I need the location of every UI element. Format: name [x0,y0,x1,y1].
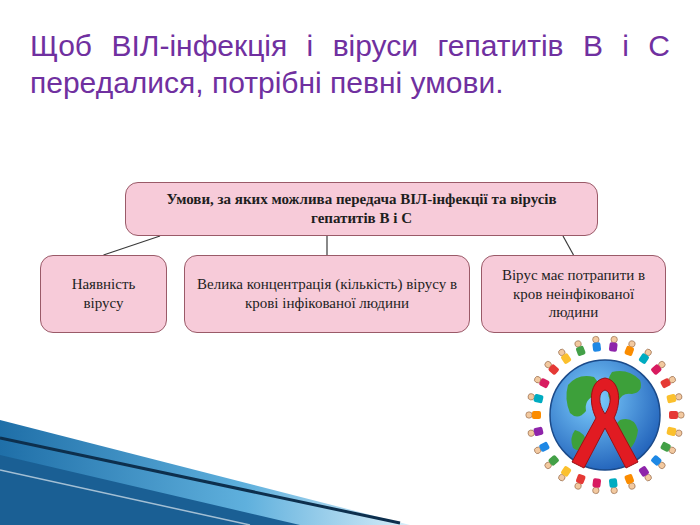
conditions-box: Умови, за яких можлива передача ВІЛ-інфе… [125,182,598,236]
condition-box: Вірус має потрапити в кров неінфікованої… [481,255,666,333]
condition-box: Велика концентрація (кількість) вірусу в… [184,255,470,333]
condition-box: Наявність вірусу [40,255,167,333]
slide-title: Щоб ВІЛ-інфекція і віруси гепатитів В і … [30,28,670,101]
box-text: Умови, за яких можлива передача ВІЛ-інфе… [136,190,587,228]
children-ring [526,336,684,494]
connector-line [563,236,574,255]
connector-line [104,236,161,255]
red-ribbon [572,378,638,468]
connector-line [326,236,327,255]
globe [550,360,660,470]
box-text: Вірус має потрапити в кров неінфікованої… [492,266,655,322]
corner-swoosh [0,420,410,525]
box-text: Наявність вірусу [51,275,156,313]
box-text: Велика концентрація (кількість) вірусу в… [195,275,459,313]
